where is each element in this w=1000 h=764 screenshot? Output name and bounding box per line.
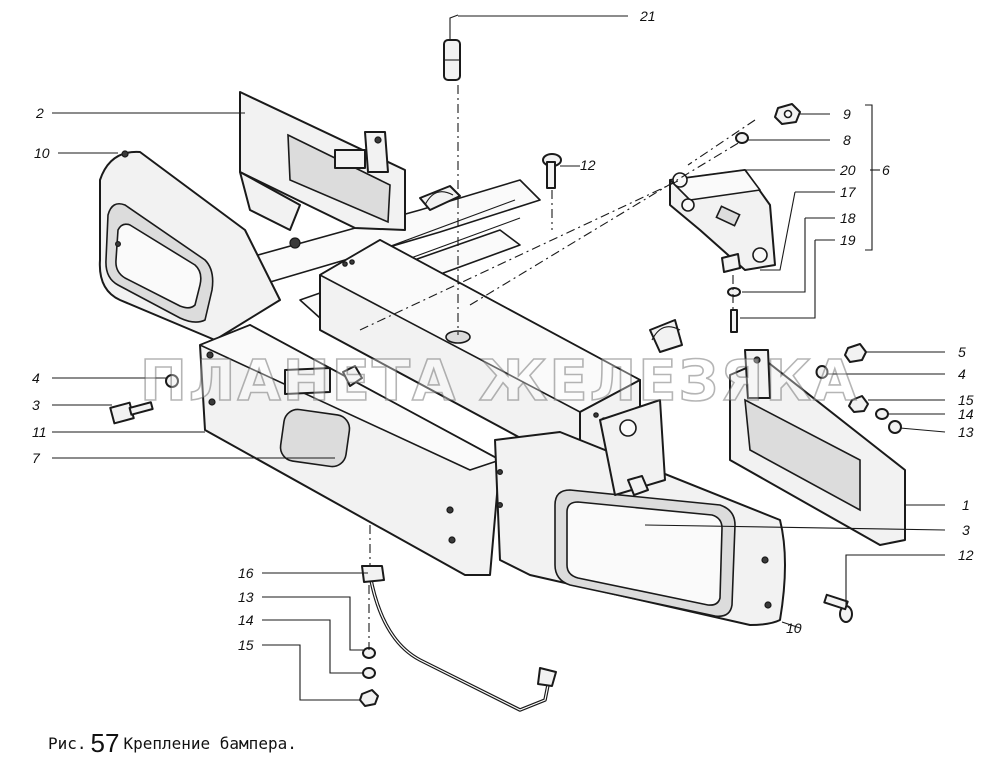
center-bumper-section [199, 324, 501, 576]
center-lines [359, 85, 756, 650]
callout-3-left: 3 [32, 397, 40, 413]
watermark-text: ПЛАНЕТА ЖЕЛЕЗЯКА [140, 349, 858, 414]
callout-14-right: 14 [958, 406, 974, 422]
leader-lines [52, 15, 946, 701]
callout-3-right: 3 [962, 522, 970, 538]
callout-13-right: 13 [958, 424, 974, 440]
fasteners [109, 14, 902, 712]
callout-21: 21 [639, 8, 656, 24]
callout-6: 6 [882, 162, 890, 178]
callout-15-right: 15 [958, 392, 974, 408]
bracket-assembly [669, 169, 776, 271]
right-bumper-end [494, 431, 786, 626]
callout-12-upper: 12 [580, 157, 596, 173]
caption-number: 57 [90, 728, 120, 758]
callout-19: 19 [840, 232, 856, 248]
callout-1: 1 [962, 497, 970, 513]
callout-12-lower: 12 [958, 547, 974, 563]
left-upper-bracket [239, 91, 406, 231]
callout-labels: 21 2 10 12 9 8 20 6 17 18 19 5 4 15 14 1… [32, 8, 974, 653]
caption-title: Крепление бампера. [123, 734, 297, 753]
callout-10-left: 10 [34, 145, 50, 161]
cross-member-channel [319, 185, 683, 471]
callout-11: 11 [32, 424, 47, 440]
callout-4-left: 4 [32, 370, 40, 386]
callout-20: 20 [839, 162, 856, 178]
callout-5: 5 [958, 344, 966, 360]
callout-8: 8 [843, 132, 851, 148]
callout-16: 16 [238, 565, 254, 581]
callout-2: 2 [35, 105, 44, 121]
callout-9: 9 [843, 106, 851, 122]
callout-10-right: 10 [786, 620, 802, 636]
callout-18: 18 [840, 210, 856, 226]
callout-7: 7 [32, 450, 41, 466]
left-bumper-end [98, 150, 301, 341]
callout-17: 17 [840, 184, 857, 200]
right-bracket [599, 349, 906, 546]
callout-15-left: 15 [238, 637, 254, 653]
callout-13-left: 13 [238, 589, 254, 605]
caption-prefix: Рис. [48, 734, 87, 753]
callout-4-right: 4 [958, 366, 966, 382]
callout-14-left: 14 [238, 612, 254, 628]
